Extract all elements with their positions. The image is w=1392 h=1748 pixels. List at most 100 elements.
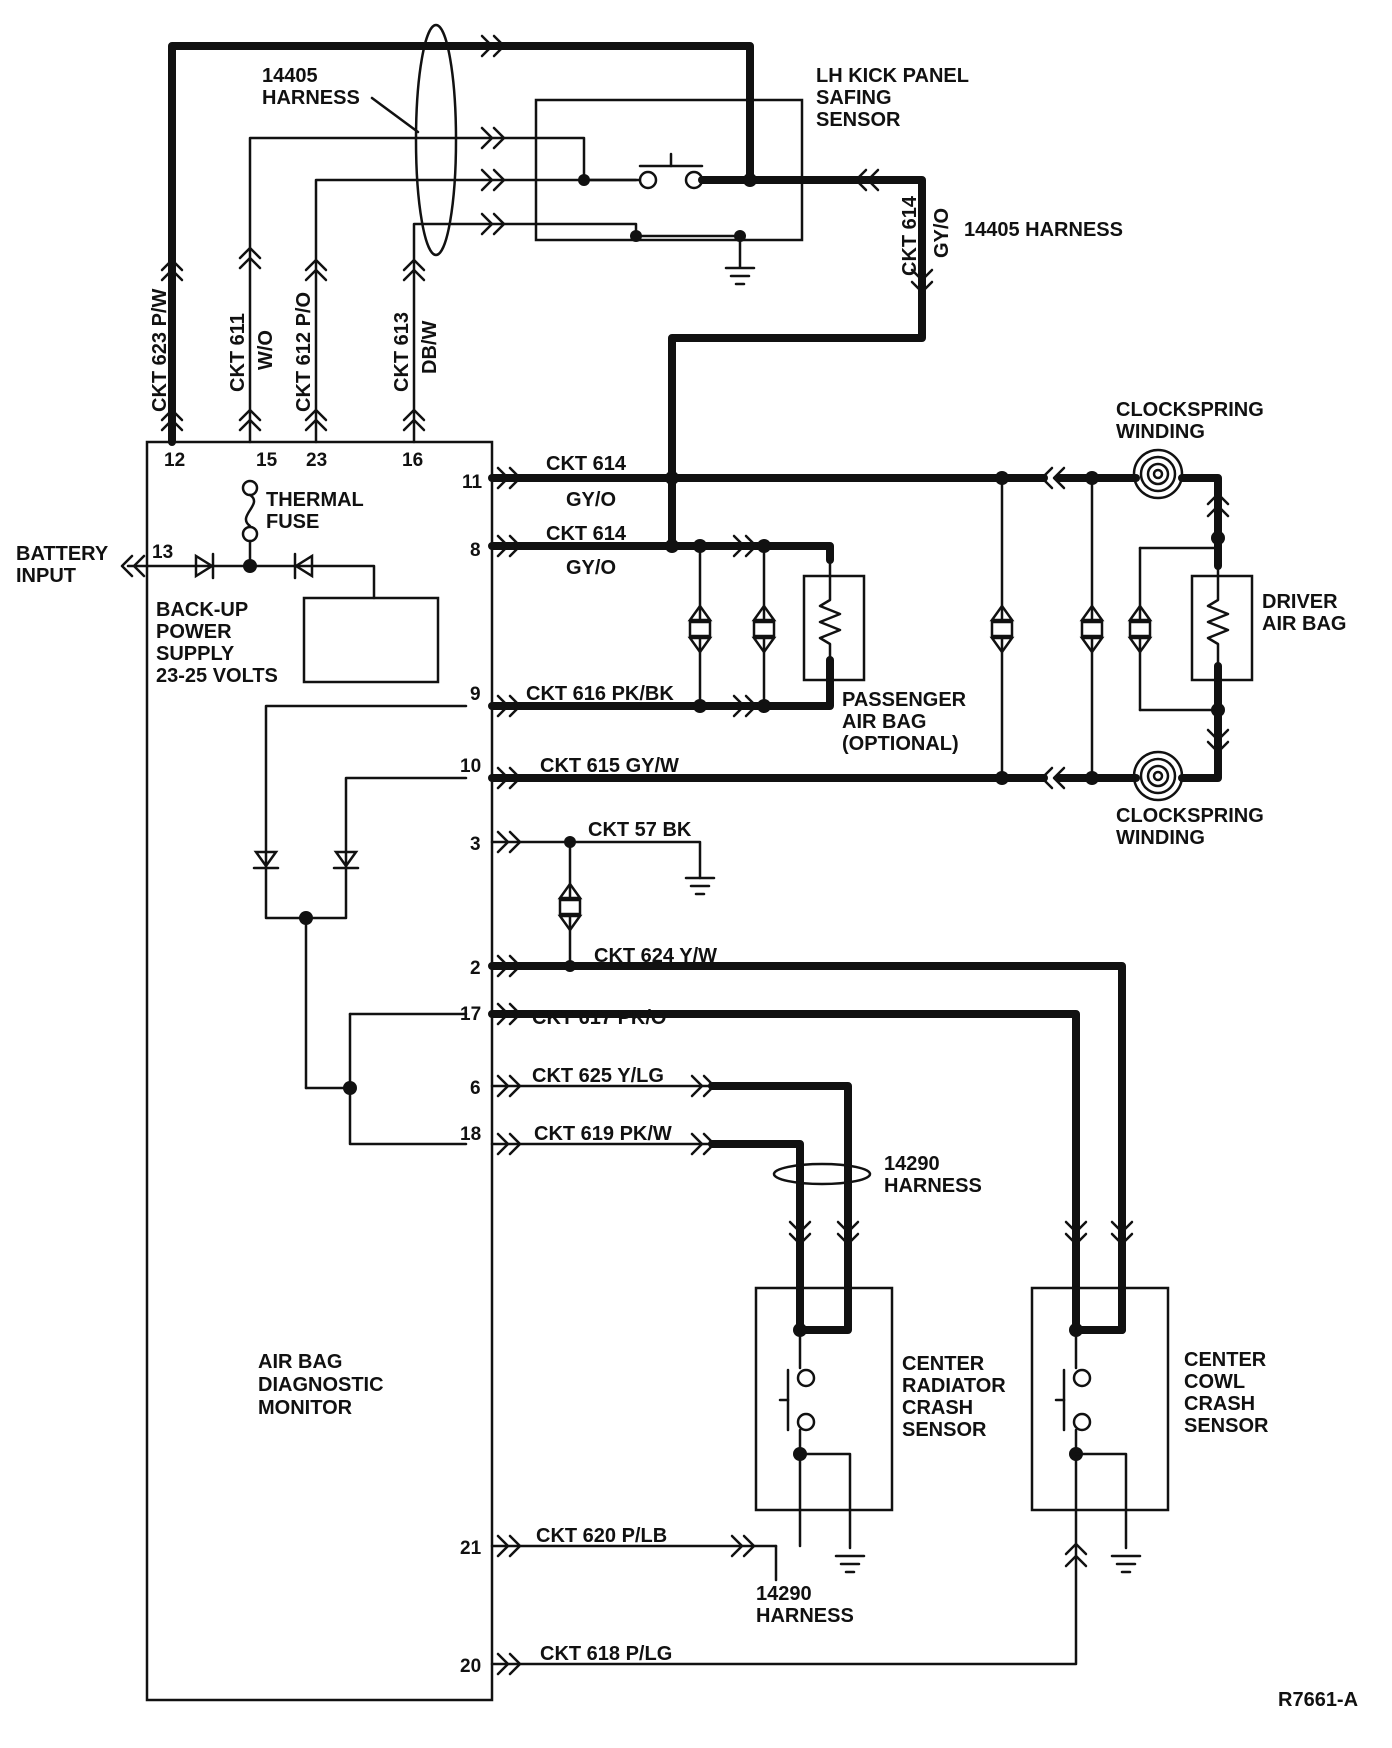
pin2-wire	[488, 962, 1126, 1334]
pin3-diode-pair	[557, 881, 583, 933]
battery-diode-right	[293, 552, 314, 580]
pin17-wire	[488, 1010, 1080, 1334]
safing-ground-icon	[724, 234, 756, 286]
c18-label: CKT 619 PK/W	[534, 1123, 672, 1145]
safing-node-a	[578, 174, 590, 186]
safing-node-b	[743, 173, 757, 187]
internal-node-b	[343, 1081, 357, 1095]
pin-11: 11	[462, 472, 483, 493]
clockspring-bottom-label: CLOCKSPRING WINDING	[1116, 805, 1269, 849]
thermal-fuse-top	[241, 479, 259, 497]
pin-21: 21	[460, 1538, 482, 1559]
ckt613-wire	[412, 222, 638, 444]
harness-14290-ellipse	[772, 1162, 872, 1186]
pin-23: 23	[306, 450, 327, 471]
node-passenger-c	[693, 699, 707, 713]
c2-label: CKT 624 Y/W	[594, 945, 717, 967]
backup-power-box	[302, 596, 440, 684]
node-pin3	[564, 836, 576, 848]
harness-14405-right-label: 14405 HARNESS	[964, 219, 1123, 241]
ckt614-riser-chevrons	[854, 168, 934, 294]
ckt614-vertical-label: CKT 614	[899, 195, 921, 276]
c11-name: CKT 614	[546, 453, 627, 475]
top-connector-chevrons	[160, 34, 506, 432]
internal-diode-right	[332, 850, 360, 870]
clockspring-top-icon	[1132, 448, 1184, 500]
pin3-wire	[490, 840, 702, 880]
pin9-wire	[488, 656, 834, 710]
driver-diode-pair-2	[1079, 603, 1105, 655]
driver-diode-pair-1	[989, 603, 1015, 655]
passenger-diode-pair-2	[751, 603, 777, 655]
battery-arrow-icon	[120, 554, 146, 578]
node-driver-a	[995, 471, 1009, 485]
ckt623-label: CKT 623 P/W	[149, 289, 171, 412]
cowl-ground-lead	[1074, 1452, 1128, 1550]
node-passenger-a	[693, 539, 707, 553]
pin18-wire-thick	[708, 1140, 804, 1334]
harness-14290-a-label: 14290 HARNESS	[884, 1153, 982, 1197]
driver-diode-columns	[1000, 476, 1220, 780]
driver-airbag-resistor	[1206, 564, 1230, 668]
pin-2: 2	[470, 958, 481, 979]
node-pin8-riser	[665, 539, 679, 553]
node-passenger-d	[757, 699, 771, 713]
thermal-fuse-element	[244, 493, 256, 528]
center-radiator-label: CENTER RADIATOR CRASH SENSOR	[902, 1353, 1011, 1441]
thermal-fuse-label: THERMAL FUSE	[266, 489, 369, 533]
pin-12: 12	[164, 450, 185, 471]
pin-13: 13	[152, 542, 173, 563]
center-radiator-sensor-box	[754, 1286, 894, 1512]
battery-junction-node	[243, 559, 257, 573]
clockspring-bottom-icon	[1132, 750, 1184, 802]
ckt611-label: CKT 611	[227, 313, 249, 392]
ckt623-wire	[168, 42, 754, 446]
pin-3: 3	[470, 834, 481, 855]
passenger-airbag-resistor	[818, 558, 842, 662]
c9-label: CKT 616 PK/BK	[526, 683, 674, 705]
monitor-label: AIR BAG DIAGNOSTIC MONITOR	[258, 1351, 389, 1419]
pin-17: 17	[460, 1004, 481, 1025]
c8-color: GY/O	[566, 557, 616, 579]
radiator-contact-bottom	[796, 1412, 816, 1432]
pin-8: 8	[470, 540, 481, 561]
center-cowl-sensor-box	[1030, 1286, 1170, 1512]
radiator-ground-icon	[834, 1554, 866, 1574]
c11-color: GY/O	[566, 489, 616, 511]
pin-15: 15	[256, 450, 278, 471]
thermal-fuse-bottom	[241, 525, 259, 543]
cowl-contact-bottom	[1072, 1412, 1092, 1432]
airbag-diagnostic-monitor-box	[145, 440, 494, 1702]
battery-diode-left	[194, 552, 215, 580]
pin-9: 9	[470, 684, 481, 705]
internal-pin18-branch	[348, 1012, 468, 1146]
cowl-ground-icon	[1110, 1554, 1142, 1574]
wo-label: W/O	[255, 330, 277, 370]
pin20-wire	[490, 1542, 1078, 1666]
c17-label: CKT 617 PK/O	[532, 1007, 666, 1029]
internal-diode-loop	[264, 704, 468, 920]
pin-10: 10	[460, 756, 481, 777]
passenger-airbag-box	[802, 574, 866, 682]
figure-id: R7661-A	[1278, 1689, 1358, 1711]
clockspring-top-out	[1178, 474, 1222, 570]
node-pin2	[564, 960, 576, 972]
ckt612-wire	[314, 178, 638, 444]
harness-14405-top-label: 14405 HARNESS	[262, 65, 360, 109]
node-driver-d	[1085, 771, 1099, 785]
driver-airbag-box	[1190, 574, 1254, 682]
pin6-wire-thick	[708, 1082, 852, 1334]
harness-14405-pointer	[370, 96, 420, 134]
pin8-wire	[488, 542, 834, 564]
pin-16: 16	[402, 450, 423, 471]
backup-power-label: BACK-UP POWER SUPPLY 23-25 VOLTS	[156, 599, 278, 687]
c8-name: CKT 614	[546, 523, 627, 545]
safing-switch-contact-left	[638, 170, 658, 190]
c21-label: CKT 620 P/LB	[536, 1525, 667, 1547]
ckt614-riser-wire	[668, 176, 926, 552]
pin-6: 6	[470, 1078, 481, 1099]
node-driver-c	[995, 771, 1009, 785]
node-driver-b	[1085, 471, 1099, 485]
c20-label: CKT 618 P/LG	[540, 1643, 672, 1665]
